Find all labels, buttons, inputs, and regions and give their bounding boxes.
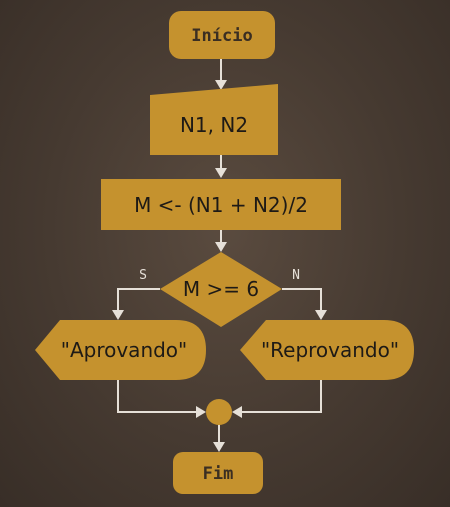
- arrowhead-decision-yes: [112, 310, 124, 320]
- connector-no-merge: [240, 380, 322, 413]
- merge-connector: [206, 399, 232, 425]
- arrowhead-no-merge: [232, 406, 242, 418]
- output-no-label: "Reprovando": [261, 338, 399, 362]
- start-terminal: Início: [169, 11, 275, 59]
- decision-node: M >= 6: [160, 252, 282, 327]
- arrowhead-yes-merge: [196, 406, 206, 418]
- no-branch-label: N: [292, 268, 300, 283]
- output-no-node: "Reprovando": [240, 320, 414, 380]
- connector-decision-no: [282, 288, 322, 312]
- connector-decision-yes: [117, 288, 160, 312]
- decision-label: M >= 6: [183, 277, 259, 301]
- arrowhead-decision-no: [315, 310, 327, 320]
- output-yes-label: "Aprovando": [61, 338, 188, 362]
- output-yes-node: "Aprovando": [35, 320, 206, 380]
- connector-yes-merge: [117, 380, 198, 413]
- arrowhead-process-decision: [215, 242, 227, 252]
- connectors: [112, 59, 327, 452]
- process-node: M <- (N1 + N2)/2: [101, 179, 341, 230]
- process-label: M <- (N1 + N2)/2: [134, 193, 308, 217]
- end-label: Fim: [203, 464, 234, 484]
- arrowhead-merge-end: [213, 442, 225, 452]
- input-label: N1, N2: [180, 113, 248, 137]
- arrowhead-input-process: [215, 168, 227, 178]
- yes-branch-label: S: [139, 268, 147, 283]
- end-terminal: Fim: [173, 452, 263, 494]
- arrowhead-start-input: [215, 80, 227, 90]
- input-node: N1, N2: [150, 84, 278, 155]
- start-label: Início: [191, 26, 252, 46]
